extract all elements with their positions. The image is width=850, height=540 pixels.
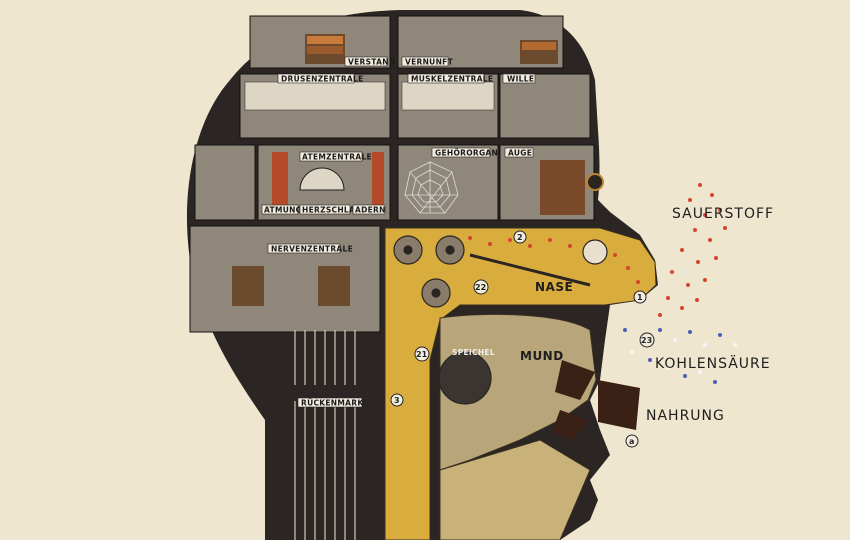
marker-21: 21 — [414, 346, 430, 362]
nervenzentrale-plate — [267, 243, 341, 254]
svg-text:22: 22 — [475, 283, 486, 292]
atemzentrale-plate — [299, 151, 363, 162]
mund-label: MUND — [520, 349, 564, 363]
vernunft-label: VERNUNFT — [405, 58, 454, 67]
herzschlag-label: HERZSCHLAG — [302, 206, 362, 215]
auge-label: AUGE — [508, 149, 532, 158]
auge-plate — [504, 147, 534, 158]
marker-a: a — [625, 434, 639, 448]
atmung-plate — [261, 204, 299, 215]
sauerstoff-label: SAUERSTOFF — [672, 206, 774, 222]
throat — [439, 439, 591, 540]
svg-text:3: 3 — [394, 396, 400, 405]
adern-plate — [352, 204, 386, 215]
nahrung-label: NAHRUNG — [646, 408, 725, 424]
rueckenmark-label: RÜCKENMARK — [301, 399, 364, 408]
verstand-label: VERSTAND — [348, 58, 395, 67]
belt-line — [469, 253, 591, 287]
muskelzentrale-plate — [407, 73, 485, 84]
svg-text:1: 1 — [637, 293, 643, 302]
wille-label: WILLE — [507, 75, 534, 84]
vernunft-plate — [401, 56, 449, 67]
druesenzentrale-label: DRÜSENZENTRALE — [281, 75, 364, 84]
svg-text:21: 21 — [416, 350, 428, 359]
svg-text:2: 2 — [517, 233, 523, 242]
mouth-cavity — [439, 313, 597, 471]
food-pieces — [552, 360, 640, 440]
decorative-machinery — [232, 34, 604, 540]
svg-text:23: 23 — [641, 336, 652, 345]
nervenzentrale-label: NERVENZENTRALE — [271, 245, 353, 254]
adern-label: ADERN — [355, 206, 386, 215]
kohlensaeure-label: KOHLENSÄURE — [655, 354, 771, 372]
nase-label: NASE — [535, 280, 573, 294]
wille-plate — [502, 73, 536, 84]
oxygen-particles — [468, 183, 727, 317]
gears — [393, 235, 608, 405]
marker-22: 22 — [473, 279, 489, 295]
druesenzentrale-plate — [277, 73, 355, 84]
speichel-label: SPEICHEL — [452, 348, 495, 357]
atmung-label: ATMUNG — [264, 206, 302, 215]
marker-1: 1 — [633, 290, 647, 304]
muskelzentrale-label: MUSKELZENTRALE — [411, 75, 493, 84]
gehoerorgan-label: GEHÖRORGAN — [435, 149, 498, 158]
svg-text:a: a — [629, 437, 634, 446]
atemzentrale-label: ATEMZENTRALE — [302, 153, 372, 162]
gehoerorgan-plate — [431, 147, 491, 158]
marker-23: 23 — [639, 332, 655, 348]
rueckenmark-plate — [297, 397, 363, 408]
nasal-cavity-area — [384, 227, 657, 540]
herzschlag-plate — [299, 204, 351, 215]
marker-3: 3 — [390, 393, 404, 407]
marker-2: 2 — [513, 230, 527, 244]
verstand-plate — [344, 56, 388, 67]
